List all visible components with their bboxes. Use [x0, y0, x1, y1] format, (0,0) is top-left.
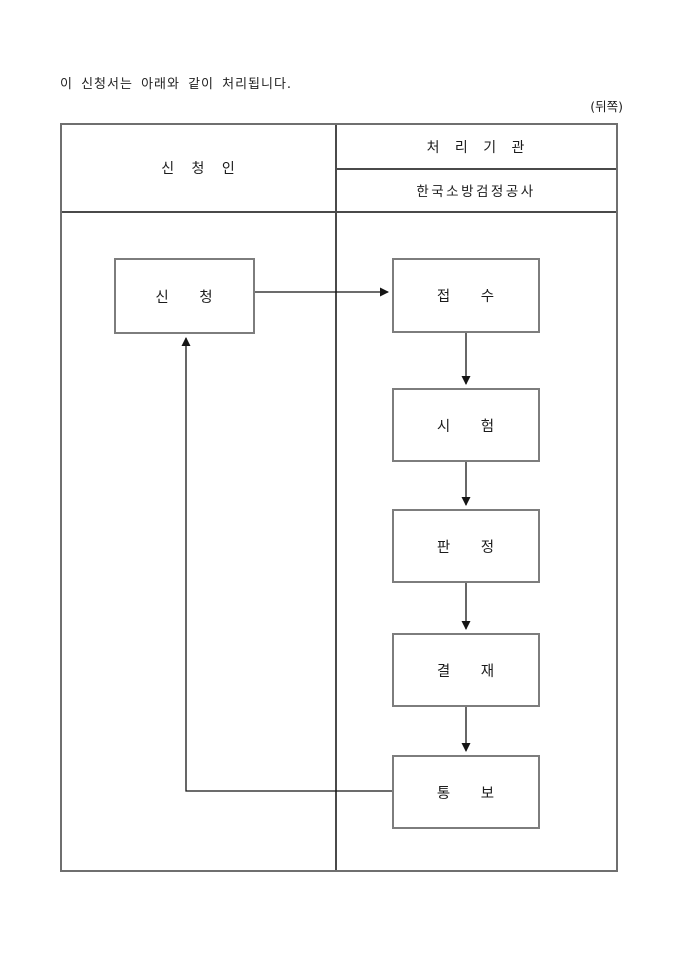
agency-name-cell: 한국소방검정공사: [416, 184, 536, 200]
flow-step-approval: 결 재: [392, 633, 540, 707]
flow-step-notification-label: 통 보: [436, 785, 496, 802]
flow-step-application-label: 신 청: [155, 289, 214, 306]
flow-step-judgment: 판 정: [392, 509, 540, 583]
column-divider-line: [335, 125, 337, 870]
back-side-label: (뒤쪽): [590, 99, 623, 114]
agency-subheader-divider-line: [336, 168, 616, 170]
flow-step-receipt-label: 접 수: [436, 289, 496, 305]
intro-text: 이 신청서는 아래와 같이 처리됩니다.: [60, 77, 293, 92]
agency-column-header: 처 리 기 관: [426, 139, 526, 156]
flow-step-notification: 통 보: [392, 755, 540, 829]
applicant-column-header: 신 청 인: [161, 161, 236, 177]
flow-step-approval-label: 결 재: [436, 663, 496, 680]
flow-step-test-label: 시 험: [436, 418, 496, 435]
flow-step-application: 신 청: [114, 258, 255, 334]
header-divider-line: [62, 211, 616, 213]
flow-step-test: 시 험: [392, 388, 540, 462]
flow-step-judgment-label: 판 정: [436, 539, 496, 556]
flow-step-receipt: 접 수: [392, 258, 540, 333]
